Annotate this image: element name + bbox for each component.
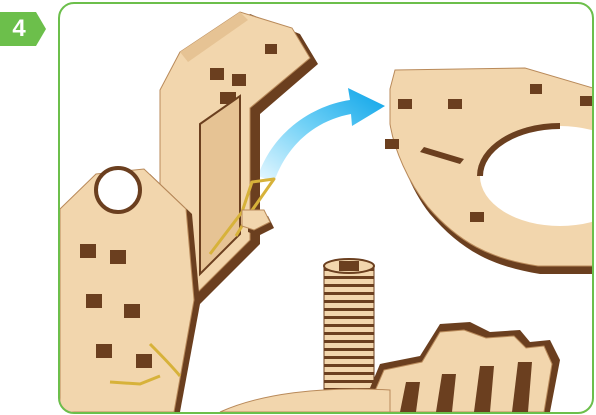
step-number: 4	[0, 12, 38, 46]
gear-housing-part	[60, 168, 200, 412]
base-disc-part	[220, 389, 390, 412]
round-plate-part	[385, 68, 592, 274]
curved-arrow-icon	[258, 88, 385, 182]
illustration-frame	[58, 2, 594, 414]
assembly-illustration	[60, 4, 592, 412]
step-badge: 4	[0, 12, 46, 46]
